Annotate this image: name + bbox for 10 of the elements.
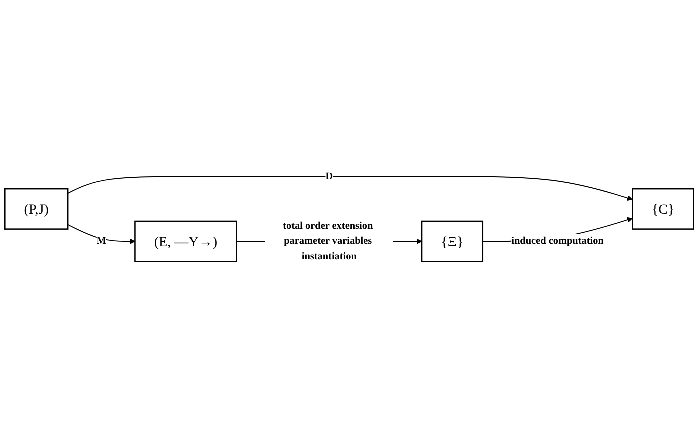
node-box: (E, —Y→) <box>134 221 238 263</box>
edge-label: induced computation <box>512 236 604 247</box>
node-box: (P,J) <box>4 188 69 230</box>
edge-label: D <box>326 171 334 182</box>
node-box: {Ξ} <box>421 221 484 263</box>
edge-label: total order extension parameter variables instantiation <box>283 220 374 262</box>
edge-label: M <box>96 236 106 247</box>
node-box: {C} <box>632 188 694 230</box>
arrow <box>68 224 136 245</box>
arrow <box>68 176 633 202</box>
